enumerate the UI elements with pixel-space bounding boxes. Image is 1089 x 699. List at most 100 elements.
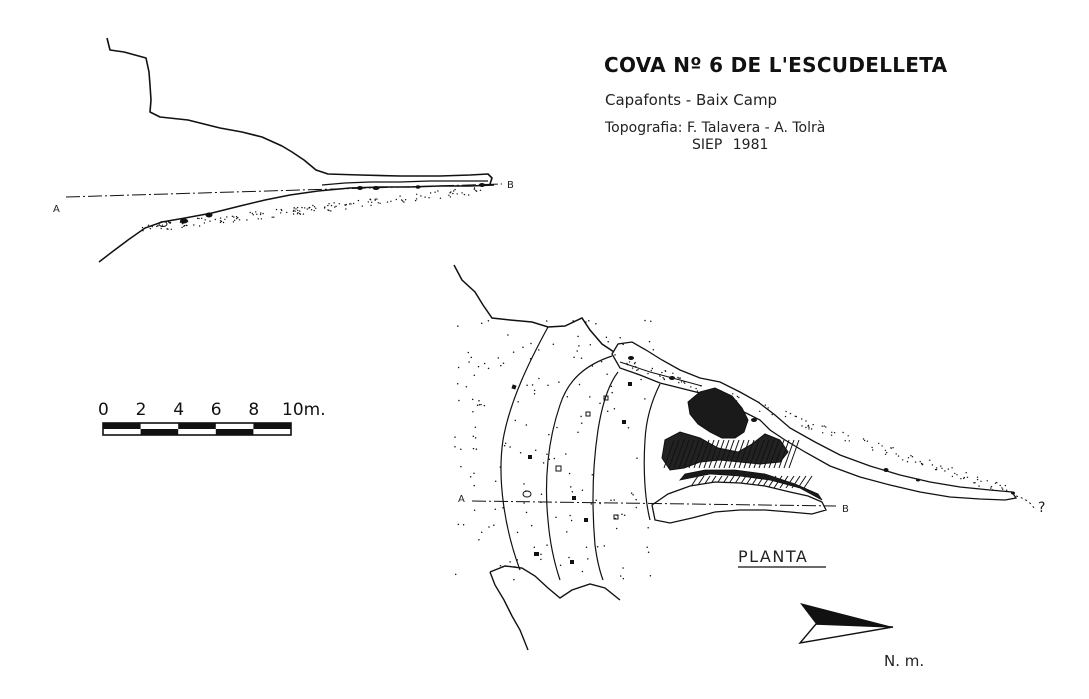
stipple-dot	[991, 489, 993, 491]
stipple-dot	[805, 420, 807, 422]
stipple-dot	[830, 434, 833, 436]
stipple-dot	[512, 351, 515, 353]
stipple-dot	[499, 564, 502, 567]
stipple-dot	[487, 320, 490, 322]
stipple-dot	[533, 546, 536, 549]
stipple-dot	[478, 403, 481, 406]
stipple-dot	[275, 208, 278, 211]
stipple-dot	[185, 224, 187, 227]
hatch-stroke	[668, 439, 680, 469]
stipple-dot	[696, 390, 699, 392]
scale-bar-tick-label: 10m.	[282, 400, 326, 420]
stipple-dot	[478, 538, 480, 541]
stipple-dot	[595, 499, 597, 502]
stipple-dot	[377, 202, 379, 204]
plan-point-a-label: A	[458, 494, 465, 505]
stipple-dot	[738, 396, 740, 399]
stipple-dot	[940, 465, 942, 467]
stipple-dot	[626, 362, 628, 365]
stipple-dot	[310, 209, 313, 211]
stipple-dot	[767, 407, 769, 409]
stipple-dot	[640, 378, 642, 381]
stipple-dot	[467, 351, 470, 354]
stipple-dot	[297, 212, 299, 214]
stipple-dot	[591, 473, 594, 476]
stipple-dot	[540, 553, 542, 556]
stipple-dot	[468, 361, 470, 363]
stipple-dot	[457, 325, 459, 327]
stipple-dot	[437, 190, 439, 192]
scale-bar-tick-label: 4	[173, 400, 184, 420]
plan-contour-1	[500, 326, 549, 571]
stipple-dot	[944, 470, 946, 472]
stipple-dot	[572, 320, 574, 322]
stipple-dot	[599, 402, 601, 404]
stipple-dot	[966, 476, 969, 478]
stipple-dot	[170, 228, 172, 230]
stipple-dot	[922, 463, 924, 465]
stipple-dot	[494, 480, 497, 483]
hatch-stroke	[748, 439, 760, 469]
stipple-dot	[462, 523, 465, 526]
stipple-dot	[453, 190, 455, 192]
stipple-dot	[214, 218, 216, 221]
stipple-dot	[566, 531, 568, 533]
stipple-dot	[647, 372, 649, 375]
stipple-dot	[613, 499, 615, 501]
stipple-dot	[672, 372, 674, 374]
stipple-dot	[252, 214, 254, 216]
stipple-dot	[605, 336, 608, 339]
stipple-dot	[810, 428, 813, 430]
stipple-dot	[219, 220, 222, 222]
stipple-dot	[695, 387, 697, 390]
stipple-dot	[313, 209, 315, 212]
stipple-dot	[470, 356, 473, 359]
stipple-dot	[344, 204, 347, 206]
hatch-stroke	[763, 439, 775, 469]
stipple-dot	[233, 219, 236, 221]
stipple-dot	[533, 393, 536, 395]
stipple-dot	[454, 188, 456, 191]
stipple-dot	[233, 216, 235, 218]
hatch-stroke	[703, 439, 715, 469]
stipple-dot	[907, 457, 910, 459]
stipple-dot	[890, 447, 892, 449]
stipple-dot	[919, 460, 921, 463]
stipple-dot	[257, 218, 259, 220]
stipple-dot	[872, 449, 874, 451]
stipple-dot	[553, 457, 556, 460]
hatch-stroke	[733, 439, 745, 469]
stipple-dot	[980, 480, 982, 482]
stipple-dot	[460, 448, 462, 450]
stipple-dot	[911, 456, 914, 458]
stipple-dot	[634, 361, 636, 364]
stipple-dot	[892, 447, 894, 449]
stipple-dot	[390, 200, 392, 202]
stipple-dot	[292, 213, 295, 215]
hatch-stroke	[688, 439, 700, 469]
stipple-dot	[699, 385, 702, 387]
plan-upper-gallery-outline	[611, 341, 1018, 501]
scale-bar-segment	[140, 429, 179, 435]
stipple-dot	[338, 203, 340, 205]
stipple-dot	[327, 204, 329, 207]
stipple-dot	[990, 487, 992, 489]
plan-contour-2	[545, 355, 613, 581]
stipple-dot	[313, 206, 316, 208]
stipple-dot	[621, 513, 623, 516]
stipple-dot	[454, 573, 457, 576]
stipple-dot	[147, 224, 150, 226]
stipple-dot	[156, 225, 158, 228]
plan-rock-hatching	[663, 439, 813, 489]
stipple-dot	[577, 431, 579, 433]
stipple-dot	[193, 224, 195, 226]
stipple-dot	[301, 206, 303, 209]
stipple-dot	[821, 425, 823, 427]
stipple-dot	[304, 207, 306, 209]
stipple-dot	[502, 565, 504, 568]
hatch-stroke	[743, 439, 755, 469]
stipple-dot	[514, 419, 517, 422]
stipple-dot	[420, 195, 422, 197]
hatch-stroke	[683, 439, 695, 469]
stipple-dot	[862, 438, 865, 440]
